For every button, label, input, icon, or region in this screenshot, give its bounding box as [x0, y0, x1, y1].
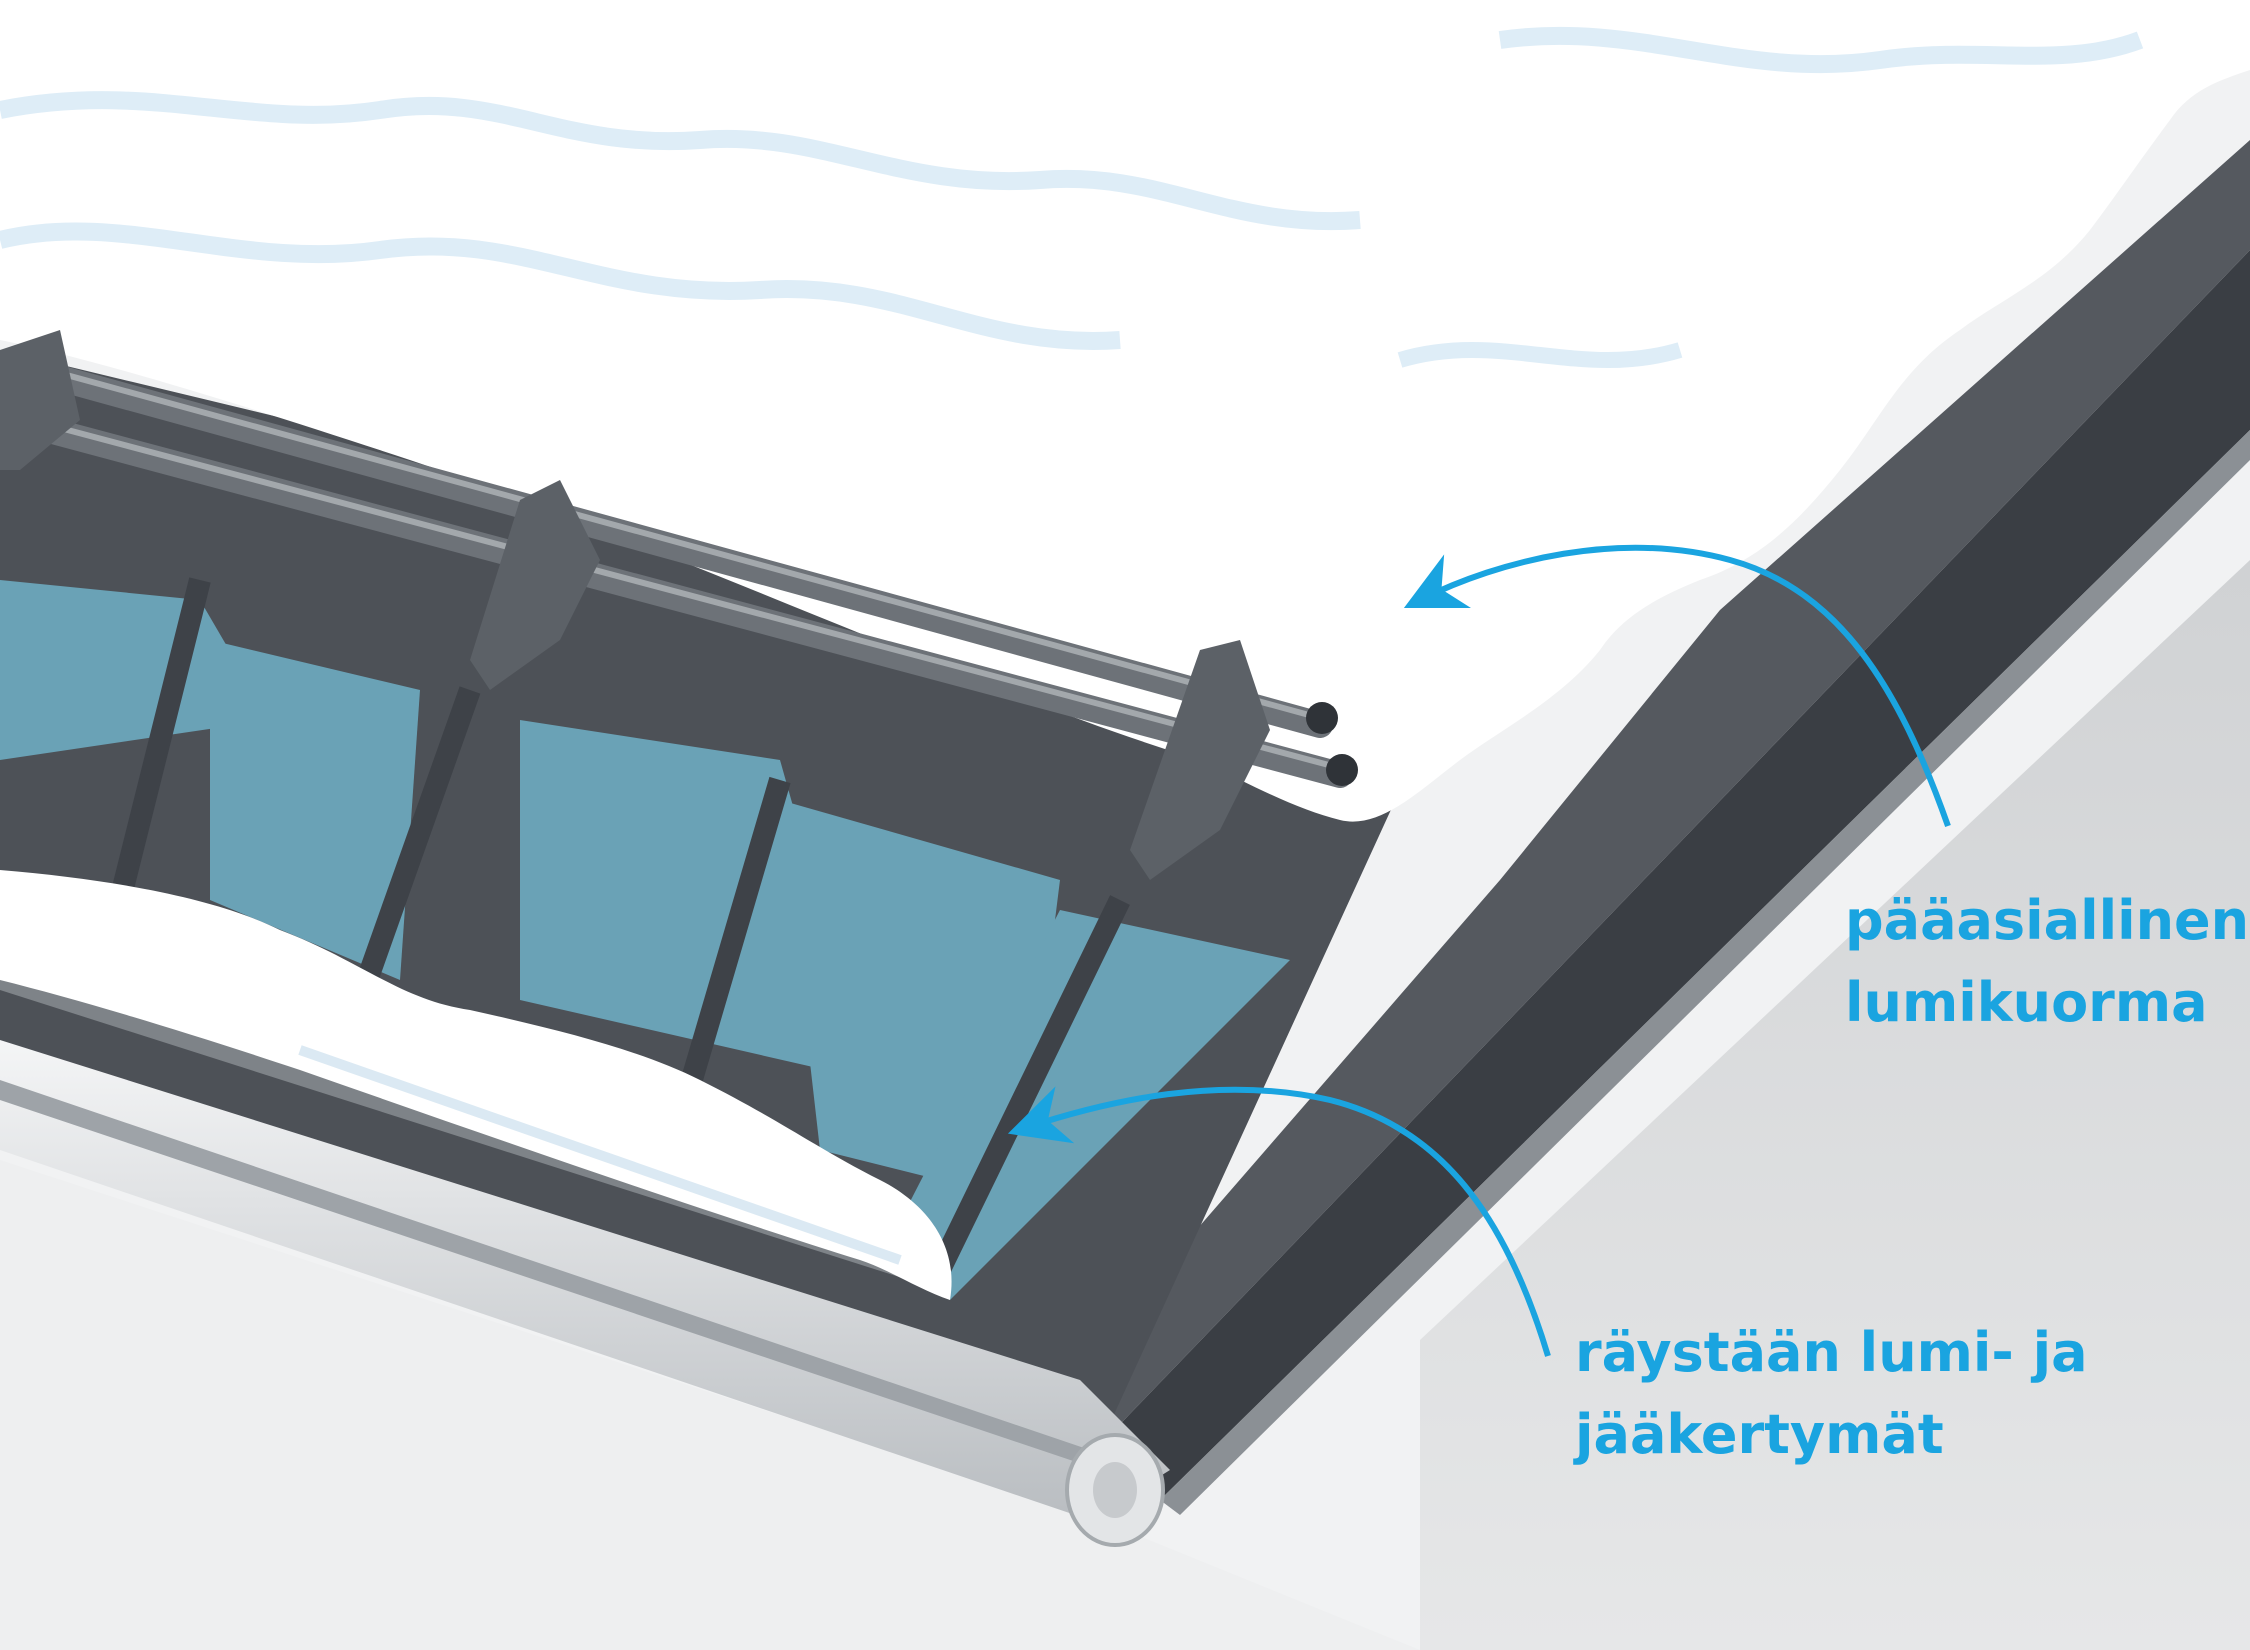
label-main-snow-load: pääasiallinen lumikuorma: [1845, 880, 2249, 1044]
label-eave-accumulation: räystään lumi- ja jääkertymät: [1575, 1312, 2088, 1476]
label-main-snow-load-line1: pääasiallinen: [1845, 880, 2249, 962]
label-eave-accumulation-line2: jääkertymät: [1575, 1394, 2088, 1476]
label-main-snow-load-line2: lumikuorma: [1845, 962, 2249, 1044]
label-eave-accumulation-line1: räystään lumi- ja: [1575, 1312, 2088, 1394]
